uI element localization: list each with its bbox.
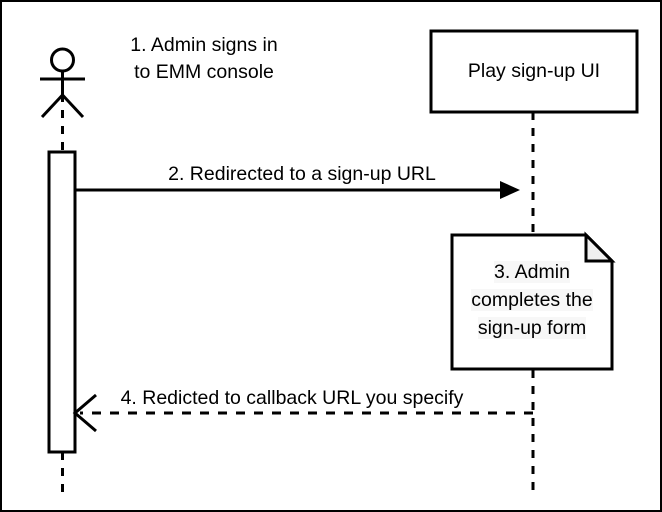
message-1-arrowhead-filled-icon bbox=[500, 181, 520, 199]
actor-label-line-2: to EMM console bbox=[134, 61, 274, 83]
message-redirected-to-callback-url[interactable] bbox=[72, 393, 533, 433]
note-label: 3. Admin completes the sign-up form bbox=[454, 258, 610, 342]
actor-activation-bar bbox=[47, 150, 77, 454]
participant-box[interactable] bbox=[429, 29, 639, 114]
message-2-arrowhead-open-icon bbox=[72, 393, 97, 433]
message-1-label: 2. Redirected to a sign-up URL bbox=[168, 163, 436, 185]
actor-leg-left-line bbox=[40, 93, 64, 119]
note-label-line-1: 3. Admin bbox=[494, 261, 570, 283]
actor-label: 1. Admin signs in to EMM console bbox=[98, 32, 310, 86]
note-label-line-3: sign-up form bbox=[477, 317, 587, 339]
actor-label-line-1: 1. Admin signs in bbox=[130, 34, 278, 56]
message-redirected-to-signup-url[interactable] bbox=[75, 181, 520, 199]
participant-label: Play sign-up UI bbox=[467, 60, 601, 82]
note-fold-corner-icon bbox=[584, 231, 616, 263]
note-label-line-2: completes the bbox=[471, 289, 593, 311]
message-2-label: 4. Redicted to callback URL you specify bbox=[120, 387, 464, 409]
actor-leg-right-line bbox=[61, 93, 85, 119]
actor-head-icon bbox=[50, 47, 75, 73]
actor-stick-figure[interactable] bbox=[40, 47, 85, 119]
